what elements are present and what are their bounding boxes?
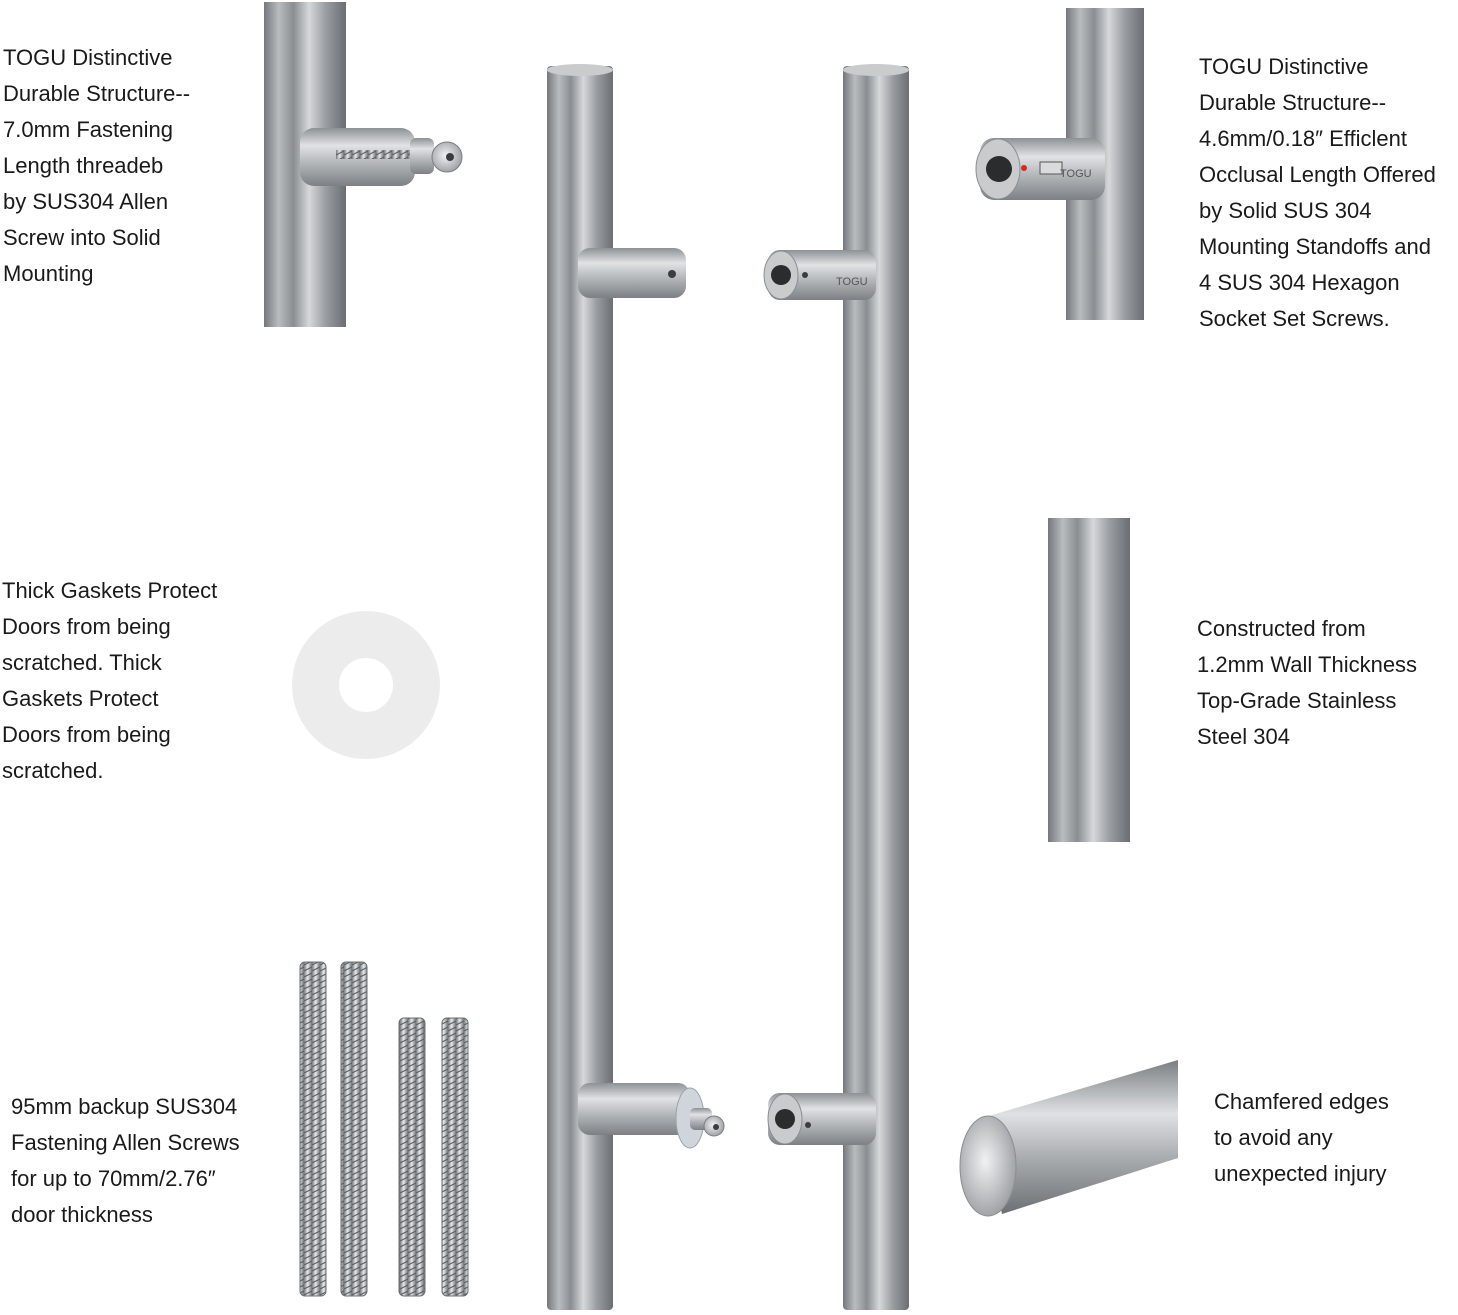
brand-mark-handle: TOGU <box>836 276 868 288</box>
caption-line: Length threadeb <box>3 153 164 178</box>
caption-line: unexpected injury <box>1214 1161 1387 1186</box>
left-mount-detail <box>264 2 463 327</box>
screws-image <box>299 961 469 1297</box>
caption-line: 4.6mm/0.18″ Efficlent <box>1199 126 1407 151</box>
caption-line: TOGU Distinctive <box>1199 54 1369 79</box>
caption-line: Chamfered edges <box>1214 1089 1389 1114</box>
caption-line: for up to 70mm/2.76″ <box>11 1166 216 1191</box>
caption-line: Mounting <box>3 261 94 286</box>
caption-line: Steel 304 <box>1197 724 1290 749</box>
tube-sample <box>1048 518 1130 842</box>
caption-line: Socket Set Screws. <box>1199 306 1390 331</box>
caption-line: to avoid any <box>1214 1125 1333 1150</box>
gasket-image <box>292 611 440 759</box>
caption-line: Doors from being <box>2 722 171 747</box>
brand-mark-detail: TOGU <box>1060 168 1092 180</box>
caption-line: Durable Structure-- <box>3 81 191 106</box>
caption-line: Constructed from <box>1197 616 1366 641</box>
caption-line: Fastening Allen Screws <box>11 1130 240 1155</box>
caption-line: 7.0mm Fastening <box>3 117 173 142</box>
caption-line: Doors from being <box>2 614 171 639</box>
caption-edges: Chamfered edges to avoid any unexpected in… <box>1214 1084 1389 1192</box>
caption-line: Thick Gaskets Protect <box>2 578 218 603</box>
caption-line: 95mm backup SUS304 <box>11 1094 238 1119</box>
caption-line: by Solid SUS 304 <box>1199 198 1372 223</box>
caption-line: Screw into Solid <box>3 225 161 250</box>
handle-left <box>547 64 725 1310</box>
right-mount-detail: TOGU <box>975 8 1144 320</box>
caption-line: 1.2mm Wall Thickness <box>1197 652 1418 677</box>
handle-right: TOGU <box>763 64 909 1310</box>
caption-line: scratched. <box>2 758 104 783</box>
caption-line: Mounting Standoffs and <box>1199 234 1431 259</box>
chamfered-end-image <box>959 1060 1178 1217</box>
caption-line: Durable Structure-- <box>1199 90 1387 115</box>
caption-line: Occlusal Length Offered <box>1199 162 1436 187</box>
caption-line: scratched. Thick <box>2 650 162 675</box>
caption-line: Top-Grade Stainless <box>1197 688 1397 713</box>
caption-line: TOGU Distinctive <box>3 45 173 70</box>
caption-line: Gaskets Protect <box>2 686 159 711</box>
caption-line: by SUS304 Allen <box>3 189 169 214</box>
caption-line: 4 SUS 304 Hexagon <box>1199 270 1400 295</box>
caption-line: door thickness <box>11 1202 153 1227</box>
